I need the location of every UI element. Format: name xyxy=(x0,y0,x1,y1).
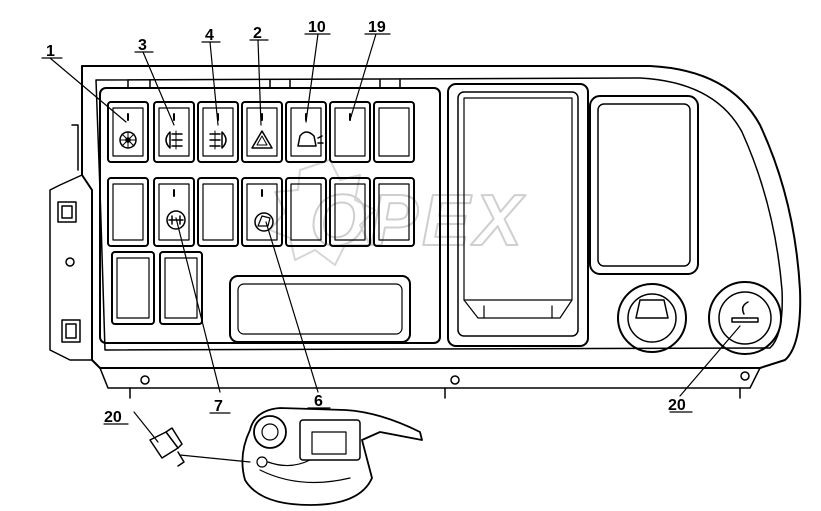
hazard-icon xyxy=(251,130,273,149)
panel-housing xyxy=(81,65,802,369)
beacon-icon xyxy=(297,131,324,147)
callouts: 1 3 4 2 10 19 7 6 20 20 xyxy=(46,19,686,426)
callout-3: 3 xyxy=(138,37,147,54)
watermark-text: OPEX xyxy=(310,181,526,261)
loose-lighter-element xyxy=(149,427,251,467)
switch-blank-r2a[interactable] xyxy=(107,177,149,247)
callout-1: 1 xyxy=(46,43,55,60)
wiring-harness-bracket xyxy=(241,407,423,506)
cigarette-lighter xyxy=(708,281,782,355)
switch-blank-r2d[interactable] xyxy=(329,177,371,247)
leader-lines xyxy=(41,33,741,443)
display-window xyxy=(589,95,699,275)
switch-blank-r2c[interactable] xyxy=(285,177,327,247)
watermark: OPEX xyxy=(269,159,526,266)
switch-6[interactable] xyxy=(241,177,283,247)
callout-20-right: 20 xyxy=(668,397,686,414)
switch-3[interactable] xyxy=(153,101,195,163)
switch-blank-r3a[interactable] xyxy=(111,251,155,325)
callout-6: 6 xyxy=(314,393,323,410)
callout-20-left: 20 xyxy=(104,409,122,426)
callout-4: 4 xyxy=(205,27,214,44)
cab-tilt-icon xyxy=(254,212,274,232)
blank-slot xyxy=(229,275,411,343)
switch-10[interactable] xyxy=(285,101,327,163)
switch-blank-r1[interactable] xyxy=(373,101,415,163)
rear-fog-icon xyxy=(165,130,183,150)
cigarette-lighter-icon xyxy=(731,301,759,323)
switch-row-3 xyxy=(111,251,203,325)
front-fog-icon xyxy=(209,130,227,150)
callout-19: 19 xyxy=(368,19,386,36)
switch-1[interactable] xyxy=(107,101,149,163)
callout-10: 10 xyxy=(308,19,326,36)
storage-pocket xyxy=(447,83,589,347)
fan-icon xyxy=(119,131,137,149)
switch-2[interactable] xyxy=(241,101,283,163)
switch-blank-r2b[interactable] xyxy=(197,177,239,247)
switch-row-1 xyxy=(107,101,415,163)
switch-7[interactable] xyxy=(153,177,195,247)
callout-2: 2 xyxy=(253,25,262,42)
callout-7: 7 xyxy=(214,398,223,415)
switch-blank-r2e[interactable] xyxy=(373,177,415,247)
power-socket xyxy=(617,283,687,353)
switch-row-2 xyxy=(107,177,415,247)
switch-4[interactable] xyxy=(197,101,239,163)
switch-blank-r3b[interactable] xyxy=(159,251,203,325)
switch-19[interactable] xyxy=(329,101,371,163)
left-mounting-bracket xyxy=(49,124,93,361)
panel-lower-lip xyxy=(99,367,761,389)
